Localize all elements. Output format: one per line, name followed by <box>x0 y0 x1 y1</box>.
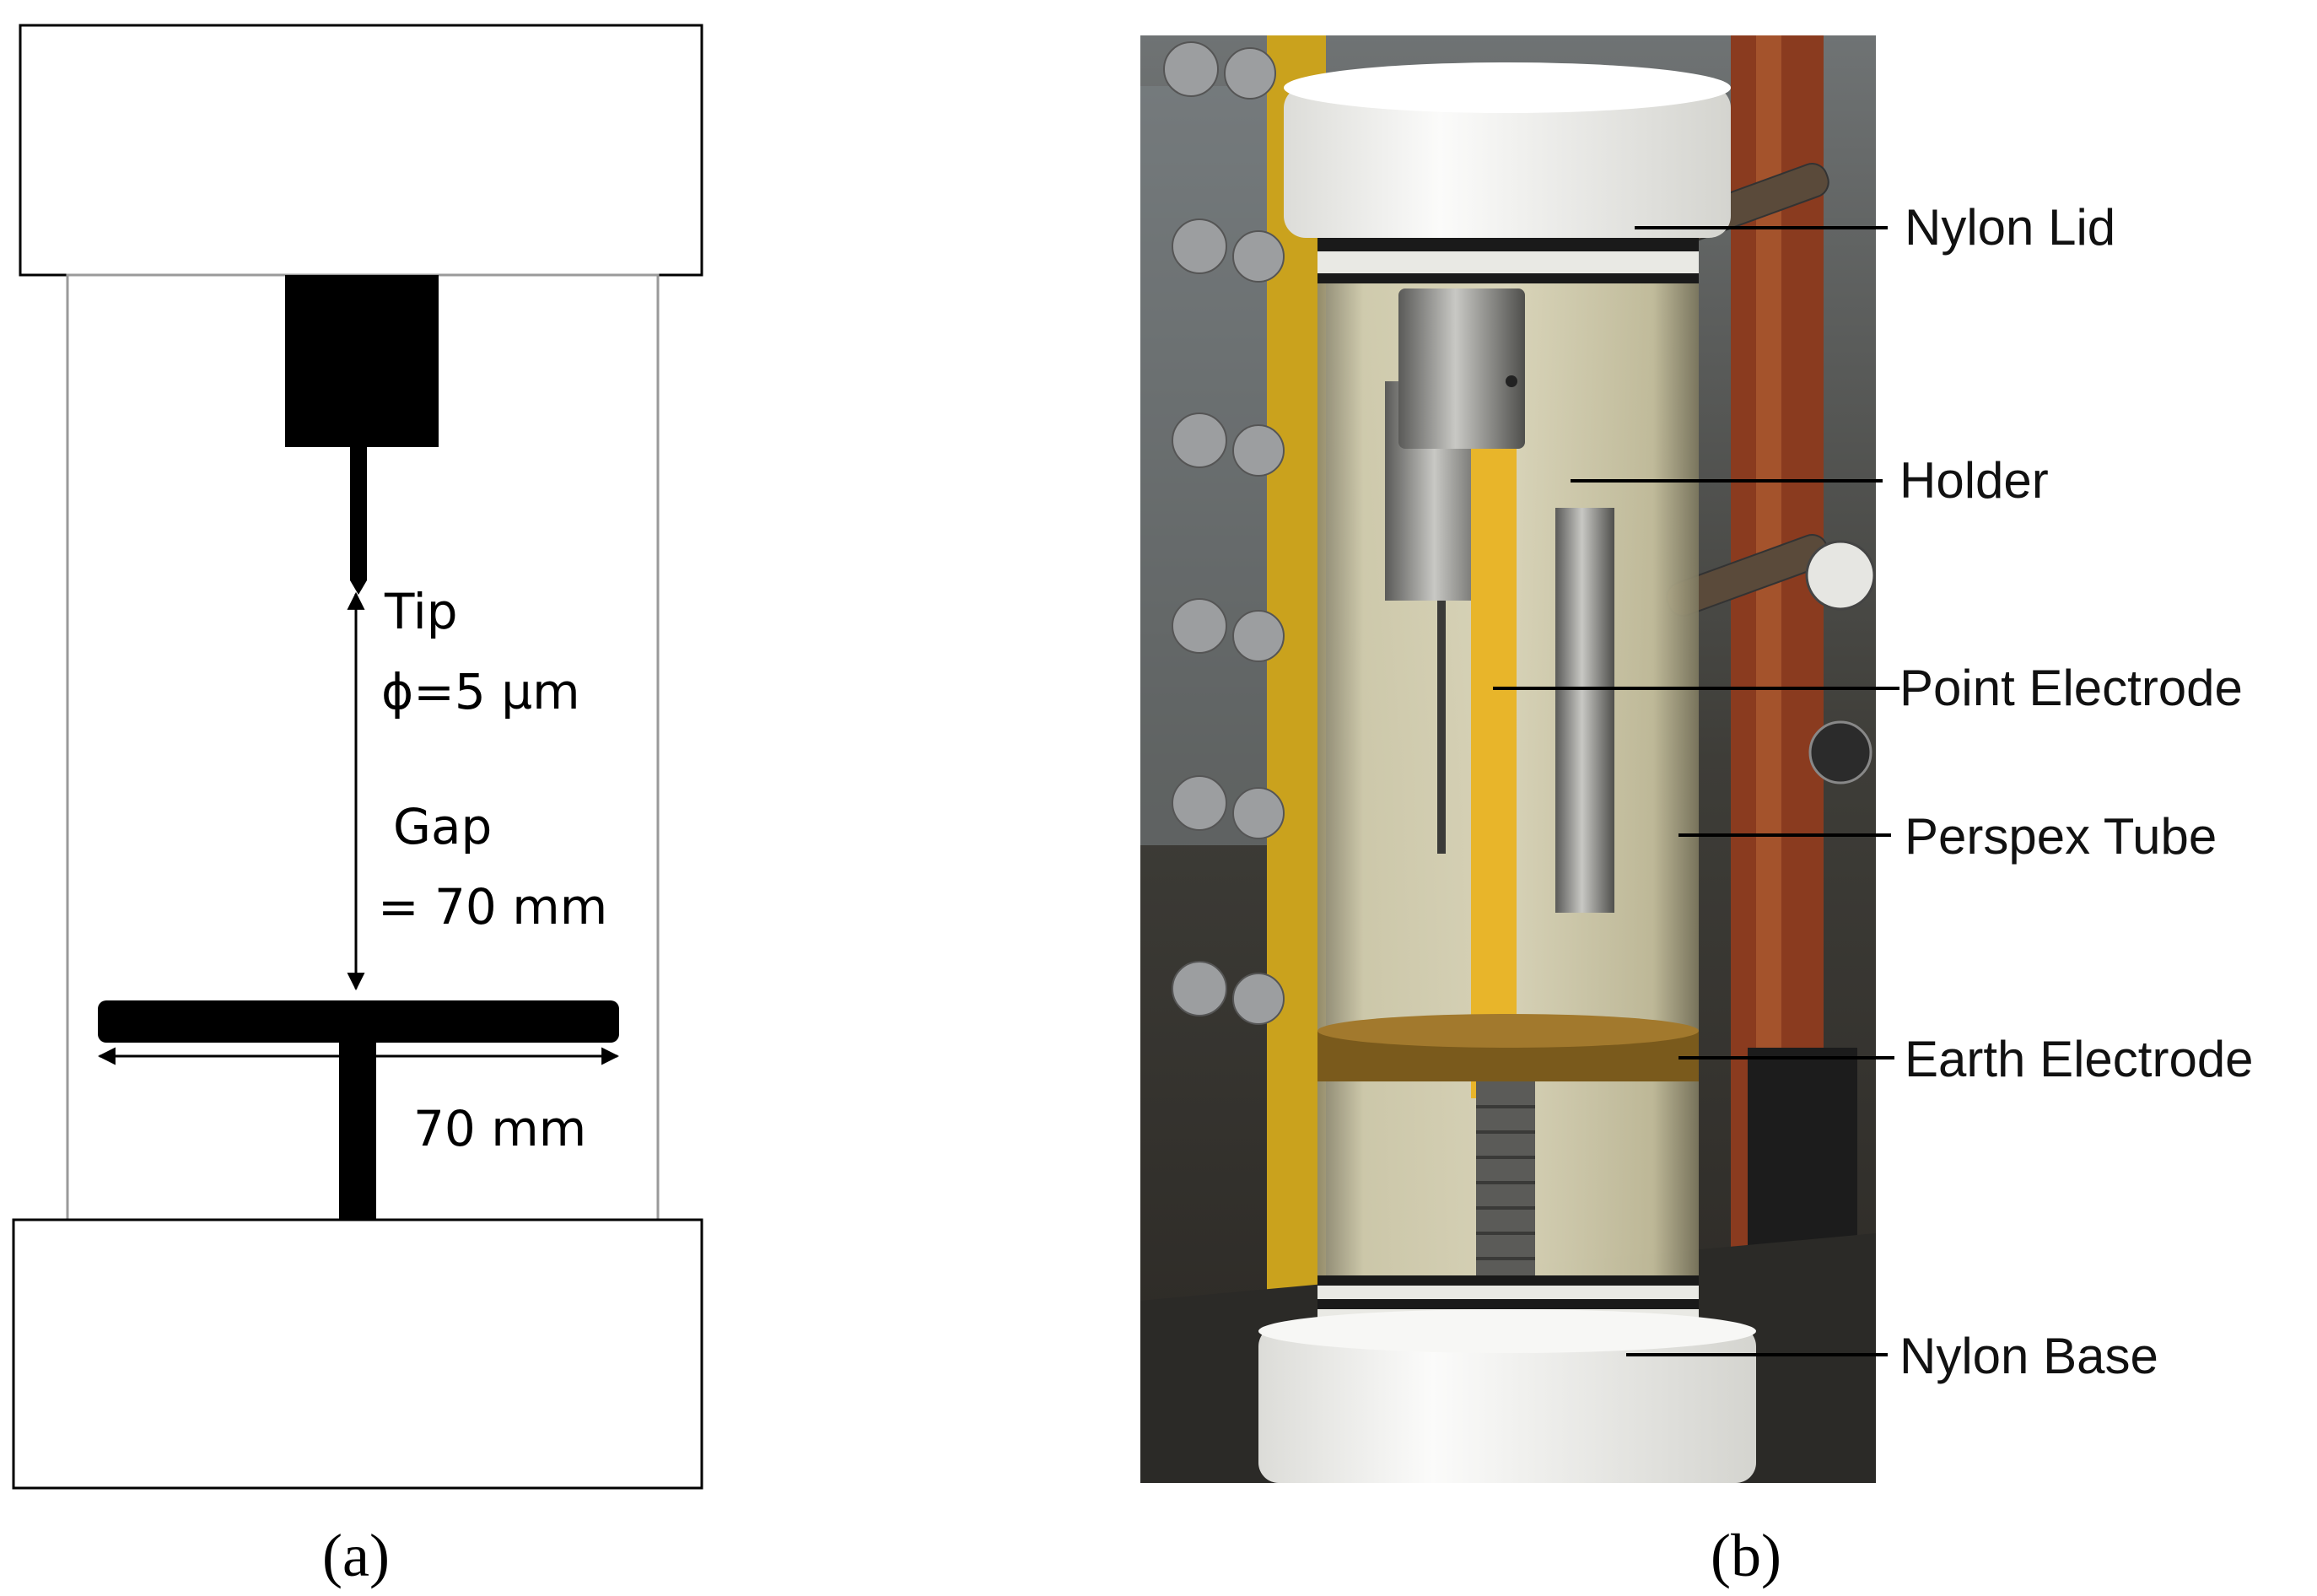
background-spheres <box>1163 41 1285 1025</box>
caption-b: (b) <box>1711 1522 1781 1589</box>
gap-value-label: = 70 mm <box>378 878 607 935</box>
label-earth-electrode: Earth Electrode <box>1905 1031 2254 1087</box>
caption-a: (a) <box>322 1522 390 1589</box>
photo-illustration <box>1140 35 1876 1483</box>
panel-b-photo: Nylon Lid Holder Point Electrode Perspex… <box>1140 35 2254 1589</box>
tip-diameter-label: ϕ=5 µm <box>381 663 580 720</box>
plate-width-label: 70 mm <box>413 1100 586 1157</box>
label-holder: Holder <box>1899 452 2049 509</box>
label-nylon-base: Nylon Base <box>1899 1328 2158 1384</box>
earth-plate <box>98 1000 619 1043</box>
top-block <box>19 24 703 277</box>
label-perspex-tube: Perspex Tube <box>1905 808 2217 865</box>
panel-a-schematic: Tip ϕ=5 µm Gap = 70 mm 70 mm (a) <box>12 24 703 1589</box>
nylon-lid <box>1284 86 1731 238</box>
electrode-holder-block <box>285 275 439 447</box>
nylon-base <box>1258 1326 1756 1483</box>
bottom-block <box>12 1218 703 1490</box>
tip-label: Tip <box>384 583 458 640</box>
label-nylon-lid: Nylon Lid <box>1905 199 2115 256</box>
label-point-electrode: Point Electrode <box>1899 660 2243 716</box>
point-electrode-needle <box>350 447 367 595</box>
earth-stem <box>339 1043 376 1220</box>
gap-label: Gap <box>393 798 492 855</box>
leader-lines <box>1493 226 1899 1356</box>
